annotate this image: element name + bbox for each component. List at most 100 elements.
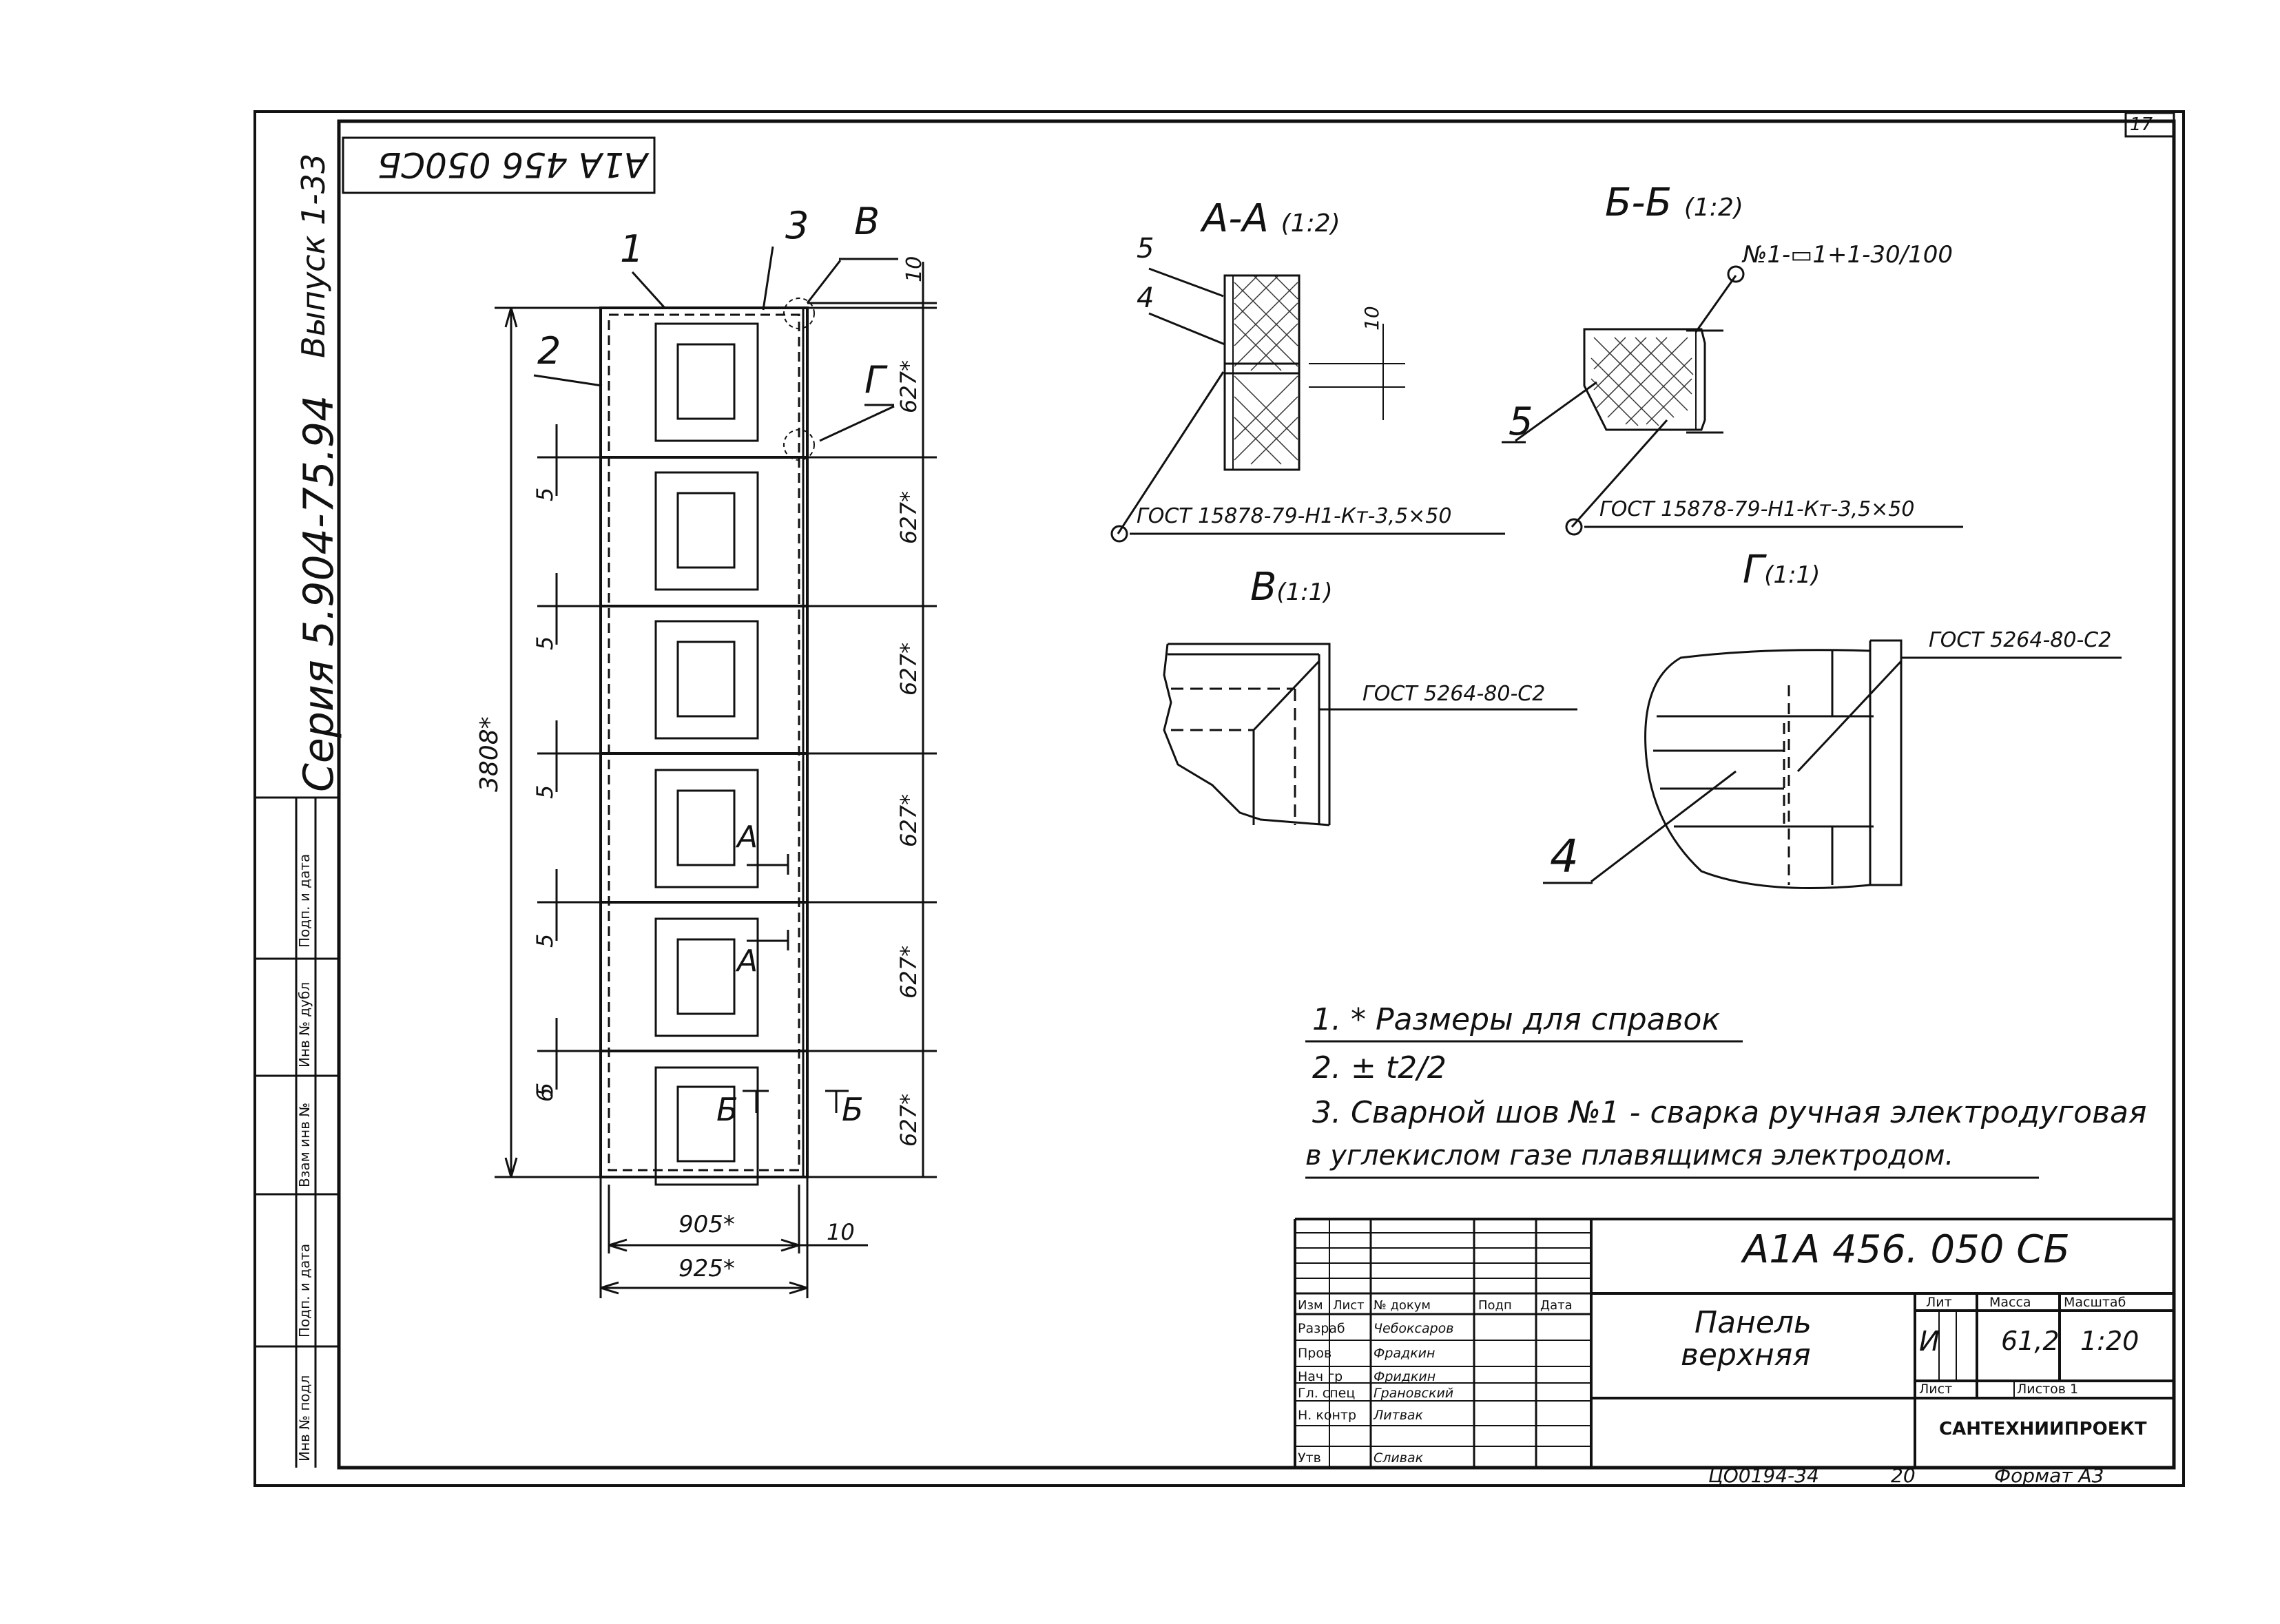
tb-col-date: Дата	[1540, 1298, 1573, 1313]
section-aa-title-text: А-А	[1202, 196, 1269, 241]
detail-v	[1163, 643, 1577, 826]
section-aa-dim: 10	[1360, 306, 1383, 331]
panel-view	[599, 306, 809, 1178]
tb-lit-value: И	[1919, 1326, 1940, 1357]
tb-name-4: Грановский	[1374, 1386, 1454, 1401]
issue-label: Выпуск 1-33	[295, 153, 332, 358]
stamp-code: А1А 456 050СБ	[377, 145, 647, 185]
module-dim-4: 627*	[895, 793, 922, 847]
section-aa-gost: ГОСТ 15878-79-Н1-Кт-3,5×50	[1137, 504, 1452, 528]
panel-windows	[654, 322, 759, 1186]
tb-col-list: Лист	[1333, 1298, 1365, 1313]
tb-org: САНТЕХНИИПРОЕКТ	[1939, 1419, 2147, 1439]
section-bb-title-text: Б-Б	[1605, 180, 1672, 225]
gap-dim-3: 5	[532, 784, 558, 799]
callout-1: 1	[620, 227, 644, 271]
side-dim: 10	[827, 1219, 855, 1245]
callout-v: В	[854, 200, 880, 243]
detail-g-title-text: Г	[1743, 548, 1765, 592]
module-dim-1: 627*	[895, 360, 922, 413]
detail-g	[1543, 639, 2122, 889]
module-dim-6: 627*	[895, 1093, 922, 1147]
footer-code: ЦО0194-34	[1708, 1464, 1819, 1487]
width-inner-dim: 905*	[678, 1211, 735, 1238]
module-dim-5: 627*	[895, 945, 922, 999]
bottom-dimensions	[599, 1177, 868, 1298]
tb-sheet-label: Лист	[1919, 1382, 1953, 1397]
footer-num: 20	[1891, 1464, 1916, 1487]
gap-dim-4: 5	[532, 933, 558, 948]
section-bb-label-5: 5	[1509, 399, 1533, 444]
side-label-2: Инв № дубл	[296, 981, 313, 1068]
detail-g-label-4: 4	[1550, 830, 1579, 883]
inner-frame	[337, 119, 2176, 1470]
detail-v-title-text: В	[1250, 565, 1277, 610]
side-label-1: Подп. и дата	[296, 853, 313, 948]
gap-dim-1: 5	[532, 487, 558, 501]
section-mark-a-bottom: А	[737, 944, 758, 979]
gap-dim-2: 5	[532, 636, 558, 650]
title-block-grid	[1295, 1219, 1591, 1468]
side-label-5: Инв № подл	[296, 1375, 313, 1461]
tb-role-6: Утв	[1298, 1450, 1321, 1466]
callout-2: 2	[537, 329, 561, 373]
tb-scale-value: 1:20	[2080, 1326, 2139, 1356]
detail-g-scale: (1:1)	[1764, 561, 1821, 589]
tb-sheets-label: Листов 1	[2017, 1382, 2079, 1397]
tb-name-5: Литвак	[1374, 1408, 1424, 1423]
tb-role-1: Разраб	[1298, 1321, 1345, 1336]
width-outer-dim: 925*	[678, 1255, 735, 1282]
tb-designation: А1А 456. 050 СБ	[1743, 1227, 2070, 1272]
right-dimensions	[807, 262, 937, 1178]
note-4: в углекислом газе плавящимся электродом.	[1305, 1140, 1954, 1172]
note-3: 3. Сварной шов №1 - сварка ручная электр…	[1312, 1095, 2147, 1130]
stamp-box	[342, 136, 656, 194]
tb-col-izm: Изм	[1298, 1298, 1323, 1313]
module-dim-3: 627*	[895, 642, 922, 696]
section-aa-label-4: 4	[1137, 282, 1154, 314]
section-aa-title: А-А (1:2)	[1202, 196, 1340, 241]
series-label: Серия 5.904-75.94	[295, 395, 343, 792]
tb-col-sign: Подп	[1478, 1298, 1512, 1313]
section-bb	[1502, 265, 1963, 536]
top-dim: 10	[902, 256, 926, 282]
section-bb-gost: ГОСТ 15878-79-Н1-Кт-3,5×50	[1599, 497, 1915, 521]
sheet-number: 17	[2130, 114, 2153, 135]
tb-role-2: Пров	[1298, 1346, 1332, 1361]
section-aa-scale: (1:2)	[1281, 209, 1340, 238]
tb-name-1: Чебоксаров	[1374, 1321, 1454, 1336]
detail-g-gost: ГОСТ 5264-80-С2	[1929, 628, 2112, 652]
tb-role-3: Нач гр	[1298, 1369, 1343, 1384]
left-dimensions	[495, 306, 601, 1178]
side-label-3: Взам инв №	[296, 1102, 313, 1187]
tb-mass-value: 61,2	[2001, 1326, 2060, 1356]
detail-v-gost: ГОСТ 5264-80-С2	[1362, 682, 1546, 706]
tb-col-doc: № докум	[1374, 1298, 1431, 1313]
gap-dim-6: 6	[532, 1087, 558, 1102]
detail-v-scale: (1:1)	[1276, 579, 1333, 606]
overall-height-dim: 3808*	[475, 716, 504, 792]
section-aa-label-5: 5	[1137, 233, 1154, 264]
tb-name-line2: верхняя	[1681, 1337, 1811, 1373]
section-mark-b-left: Б	[716, 1091, 738, 1128]
detail-g-title: Г(1:1)	[1743, 548, 1820, 592]
tb-mass-label: Масса	[1989, 1295, 2031, 1310]
tb-role-5: Н. контр	[1298, 1408, 1357, 1423]
tb-role-4: Гл. спец	[1298, 1386, 1356, 1401]
note-1: 1. * Размеры для справок	[1312, 1002, 1721, 1037]
section-bb-scale: (1:2)	[1683, 194, 1743, 222]
module-dim-2: 627*	[895, 490, 922, 544]
tb-name-6: Сливак	[1374, 1450, 1424, 1466]
section-mark-a-top: А	[737, 820, 758, 855]
tb-name-2: Фрадкин	[1374, 1346, 1436, 1361]
tb-name-line1: Панель	[1695, 1305, 1812, 1340]
callout-g: Г	[864, 358, 886, 402]
side-label-4: Подп. и дата	[296, 1243, 313, 1337]
note-2: 2. ± t2/2	[1312, 1050, 1447, 1085]
tb-lit-label: Лит	[1926, 1295, 1952, 1310]
left-side-strip	[255, 796, 339, 1468]
detail-v-title: В(1:1)	[1250, 565, 1333, 610]
section-bb-title: Б-Б (1:2)	[1605, 180, 1743, 225]
sheet-number-box	[2124, 112, 2175, 138]
